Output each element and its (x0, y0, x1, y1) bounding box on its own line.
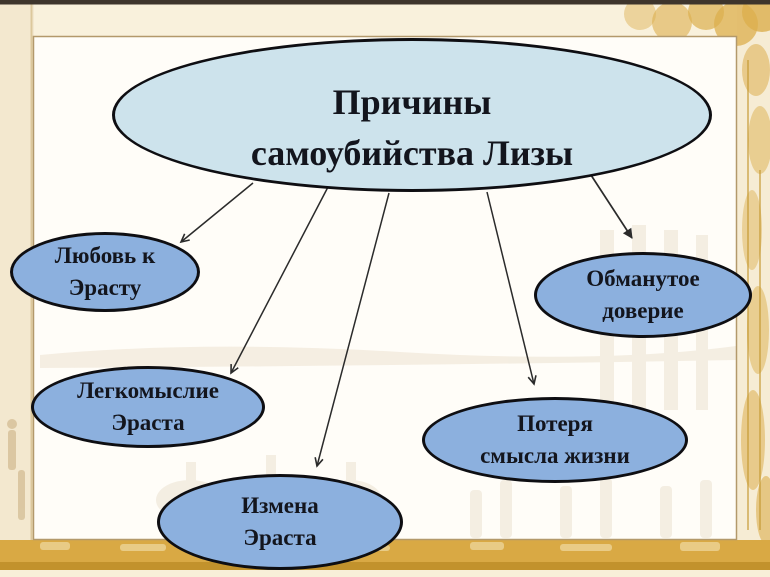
cause-node-lyubov-line1: Любовь к (54, 243, 156, 269)
cause-node-obmanutoe: Обманутое доверие (534, 252, 752, 338)
cause-node-poterya-line2: смысла жизни (480, 443, 630, 468)
root-node-line2: самоубийства Лизы (250, 133, 574, 173)
top-rule (0, 0, 770, 5)
cause-node-legkomyslie-line1: Легкомыслие (77, 378, 219, 404)
cause-node-lyubov: Любовь к Эрасту (10, 232, 200, 312)
cause-node-obmanutoe-line1: Обманутое (586, 266, 700, 292)
foliage-ornament (624, 0, 770, 544)
cause-node-legkomyslie: Легкомыслие Эраста (31, 366, 265, 448)
cause-node-izmena: Измена Эраста (157, 474, 403, 570)
root-node-line1: Причины (332, 81, 492, 122)
cause-node-legkomyslie-line2: Эраста (111, 410, 185, 435)
cause-node-izmena-line2: Эраста (243, 525, 317, 550)
cause-node-poterya-line1: Потеря (517, 411, 593, 437)
cause-node-poterya: Потеря смысла жизни (422, 397, 688, 483)
root-node-causes: Причины самоубийства Лизы (112, 38, 712, 192)
cause-node-obmanutoe-line2: доверие (602, 298, 684, 323)
cause-node-izmena-line1: Измена (241, 493, 319, 519)
cause-node-lyubov-line2: Эрасту (68, 275, 142, 300)
left-band-figures (7, 419, 25, 520)
